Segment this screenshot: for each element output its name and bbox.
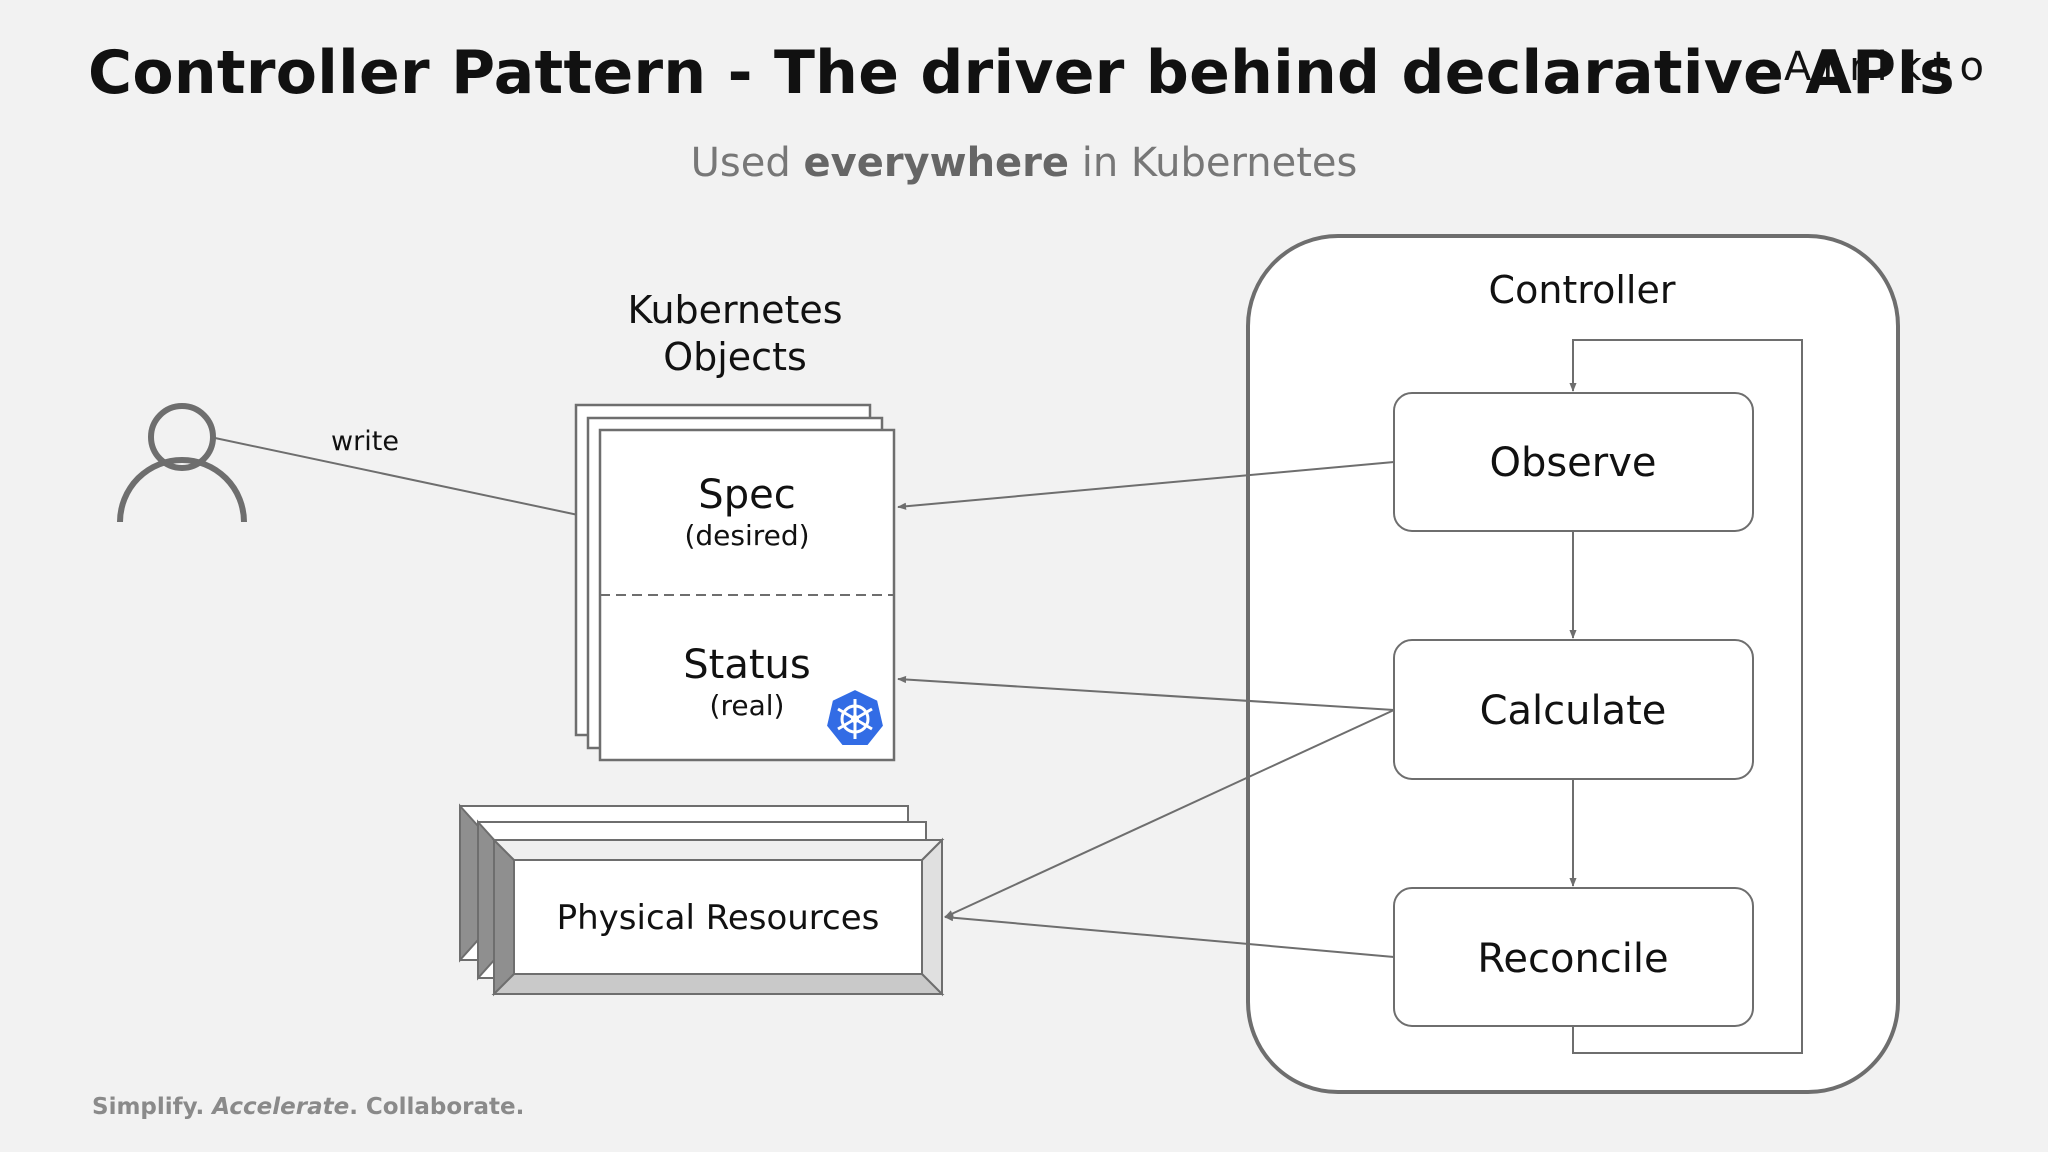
status-label: Status: [683, 642, 810, 688]
physical-resources-label: Physical Resources: [557, 898, 880, 938]
reconcile-to-physical-arrow: [944, 914, 1395, 958]
status-sublabel: (real): [710, 689, 785, 722]
subtitle-post: in Kubernetes: [1069, 140, 1358, 186]
kubernetes-helm-icon: [824, 687, 886, 747]
arrikto-logo: Arrikto: [1784, 44, 1995, 90]
observe-label: Observe: [1489, 440, 1656, 486]
reconcile-label: Reconcile: [1477, 936, 1668, 982]
calculate-to-physical-arrow: [944, 709, 1395, 918]
footer-part3: . Collaborate.: [349, 1094, 525, 1120]
slide-subtitle: Used everywhere in Kubernetes: [0, 140, 2048, 186]
footer-tagline: Simplify. Accelerate. Collaborate.: [92, 1094, 524, 1120]
spec-label: Spec: [698, 472, 795, 518]
observe-to-spec-arrow: [897, 461, 1395, 510]
spec-sublabel: (desired): [684, 519, 809, 552]
calculate-to-status-arrow: [897, 675, 1395, 711]
subtitle-bold: everywhere: [803, 140, 1070, 186]
subtitle-pre: Used: [690, 140, 804, 186]
objects-title-line2: Objects: [663, 335, 807, 379]
write-arrow: [214, 437, 598, 521]
footer-part2: Accelerate: [212, 1094, 350, 1120]
controller-title: Controller: [1489, 268, 1676, 312]
user-icon: [117, 403, 247, 523]
footer-part1: Simplify.: [92, 1094, 213, 1120]
physical-resources-stack: [459, 803, 945, 997]
slide-title: Controller Pattern - The driver behind d…: [88, 38, 1955, 108]
objects-title-line1: Kubernetes: [627, 288, 842, 332]
physical-resources-box: [513, 859, 923, 975]
calculate-label: Calculate: [1480, 688, 1667, 734]
loop-line: [1569, 339, 1803, 1054]
write-label: write: [331, 426, 399, 457]
